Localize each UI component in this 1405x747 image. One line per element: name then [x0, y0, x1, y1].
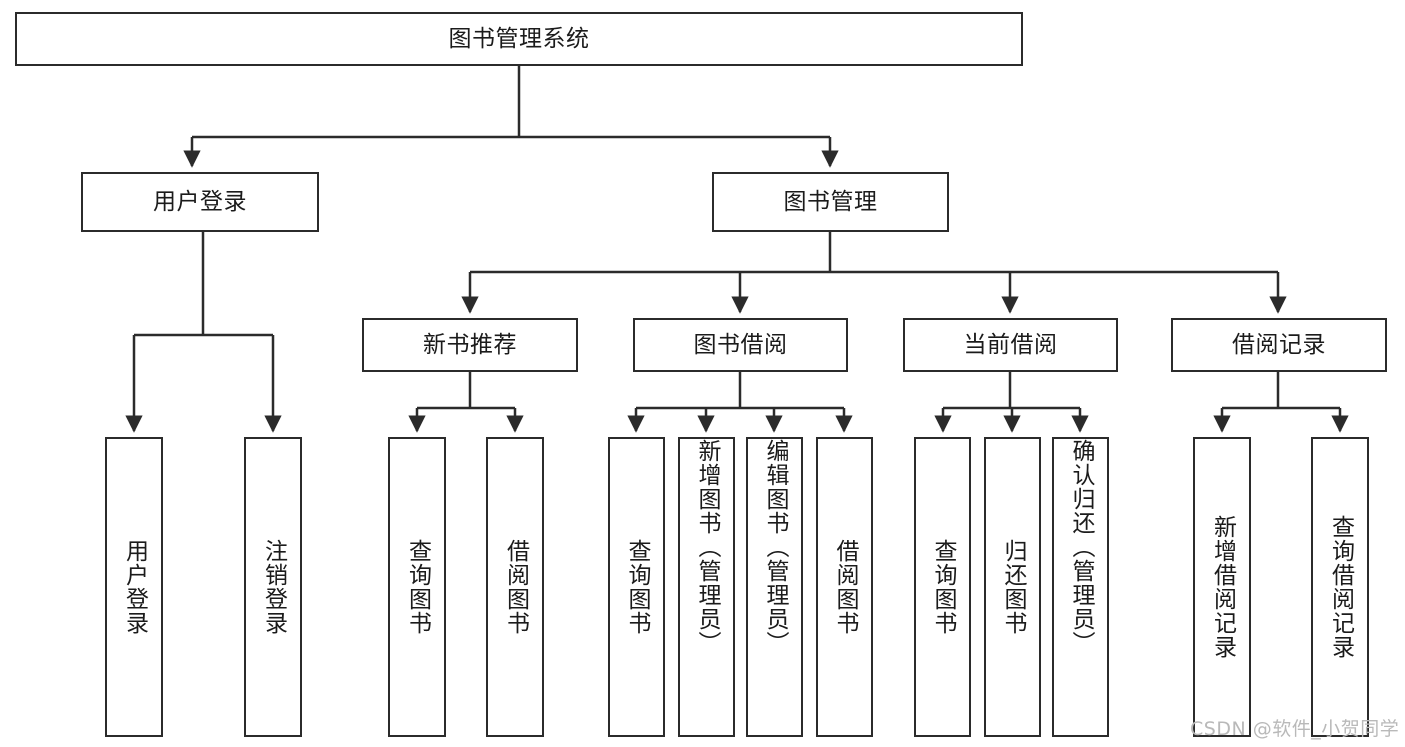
- node-label: 查询借阅记录: [1327, 515, 1354, 659]
- leaf-user-login-login[interactable]: 用户登录: [105, 437, 163, 737]
- node-current-borrow[interactable]: 当前借阅: [903, 318, 1118, 372]
- node-label: 图书管理: [783, 188, 878, 215]
- node-user-login[interactable]: 用户登录: [81, 172, 319, 232]
- leaf-current-borrow-return-book[interactable]: 归还图书: [984, 437, 1041, 737]
- node-label: 注销登录: [260, 539, 287, 635]
- leaf-borrow-record-query-record[interactable]: 查询借阅记录: [1311, 437, 1369, 737]
- node-label: 查询图书: [930, 539, 956, 635]
- leaf-book-borrow-edit-book-admin[interactable]: 编辑图书（管理员）: [746, 437, 803, 737]
- node-label: 查询图书: [404, 539, 431, 635]
- leaf-new-book-query-book[interactable]: 查询图书: [388, 437, 446, 737]
- leaf-book-borrow-add-book-admin[interactable]: 新增图书（管理员）: [678, 437, 735, 737]
- leaf-borrow-record-add-record[interactable]: 新增借阅记录: [1193, 437, 1251, 737]
- leaf-book-borrow-query-book[interactable]: 查询图书: [608, 437, 665, 737]
- node-label: 借阅记录: [1232, 331, 1326, 358]
- node-label: 归还图书: [1000, 539, 1026, 635]
- leaf-new-book-borrow-book[interactable]: 借阅图书: [486, 437, 544, 737]
- node-label: 编辑图书（管理员）: [762, 439, 788, 655]
- leaf-user-login-logout[interactable]: 注销登录: [244, 437, 302, 737]
- node-label: 当前借阅: [963, 331, 1058, 358]
- leaf-current-borrow-query-book[interactable]: 查询图书: [914, 437, 971, 737]
- node-label: 借阅图书: [502, 539, 529, 635]
- node-borrow-record[interactable]: 借阅记录: [1171, 318, 1387, 372]
- node-root-book-management-system[interactable]: 图书管理系统: [15, 12, 1023, 66]
- node-label: 用户登录: [121, 539, 148, 635]
- node-label: 新增借阅记录: [1209, 515, 1236, 659]
- node-label: 图书管理系统: [448, 25, 590, 52]
- node-label: 用户登录: [153, 188, 247, 215]
- node-book-management[interactable]: 图书管理: [712, 172, 949, 232]
- node-book-borrow[interactable]: 图书借阅: [633, 318, 848, 372]
- node-label: 新增图书（管理员）: [694, 439, 720, 655]
- node-new-book-recommend[interactable]: 新书推荐: [362, 318, 578, 372]
- leaf-current-borrow-confirm-return-admin[interactable]: 确认归还（管理员）: [1052, 437, 1109, 737]
- node-label: 确认归还（管理员）: [1068, 439, 1094, 655]
- node-label: 查询图书: [624, 539, 650, 635]
- node-label: 图书借阅: [693, 331, 788, 358]
- leaf-book-borrow-borrow-book[interactable]: 借阅图书: [816, 437, 873, 737]
- node-label: 新书推荐: [423, 331, 517, 358]
- node-label: 借阅图书: [832, 539, 858, 635]
